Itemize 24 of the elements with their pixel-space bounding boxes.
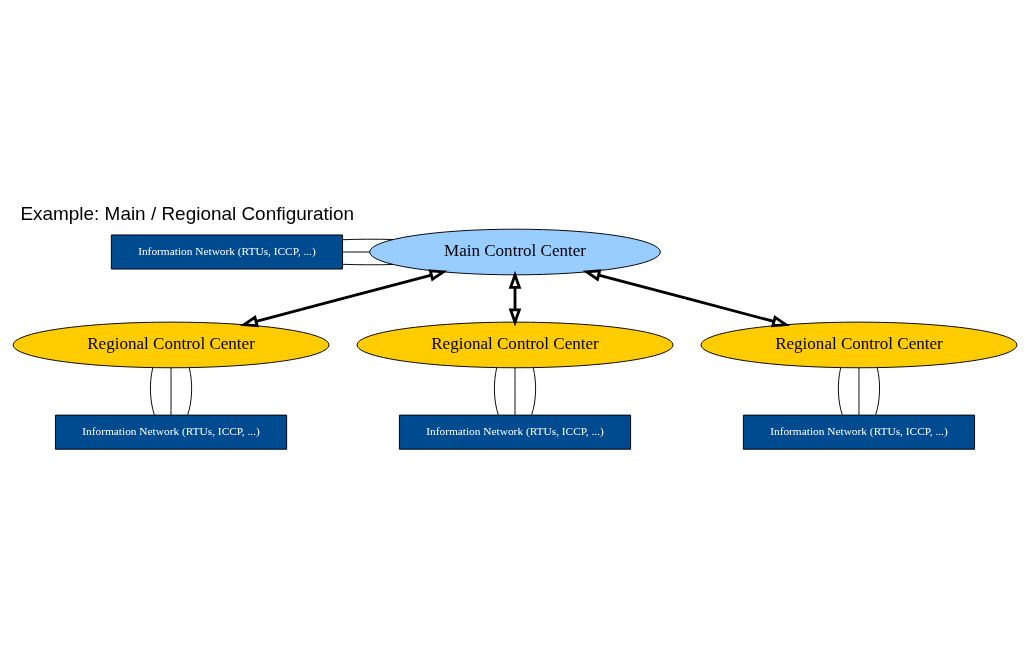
node-box: Information Network (RTUs, ICCP, ...) [110,234,344,270]
connector [170,367,172,416]
node-ellipse: Main Control Center [369,228,661,276]
connector [837,367,843,416]
connector [342,263,394,266]
arrow [582,269,791,328]
node-ellipse: Regional Control Center [700,321,1018,369]
node-box: Information Network (RTUs, ICCP, ...) [54,414,288,450]
connector [187,367,193,416]
node-box: Information Network (RTUs, ICCP, ...) [742,414,976,450]
connector [531,367,537,416]
arrow [508,270,522,327]
connector [342,238,394,241]
node-ellipse: Regional Control Center [356,321,674,369]
diagram-title: Example: Main / Regional Configuration [20,202,355,224]
connector [342,251,370,253]
connector [875,367,881,416]
arrow [239,269,448,328]
node-box: Information Network (RTUs, ICCP, ...) [398,414,632,450]
node-ellipse: Regional Control Center [12,321,330,369]
connector [149,367,155,416]
connector [493,367,499,416]
connector [514,367,516,416]
connector [858,367,860,416]
